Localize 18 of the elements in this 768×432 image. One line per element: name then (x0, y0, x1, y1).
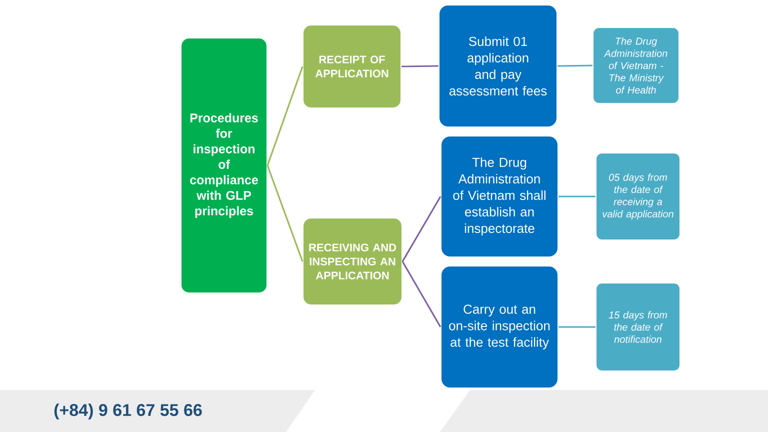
connector-line (558, 196, 596, 198)
connector-line (558, 326, 596, 328)
connector-line (266, 66, 304, 166)
connector-line (402, 196, 442, 262)
process-box: RECEIVING AND INSPECTING AN APPLICATION (302, 218, 402, 306)
phone-number: (+84) 9 61 67 55 66 (54, 404, 202, 420)
connector-line (558, 64, 593, 67)
process-box: RECEIPT OF APPLICATION (302, 24, 402, 108)
note-box: 15 days from the date of notification (596, 282, 680, 372)
process-box: Carry out an on-site inspection at the test facility (440, 266, 558, 388)
connector-line (266, 165, 304, 262)
note-box: 05 days from the date of receiving a valid application (596, 152, 680, 240)
process-box: The Drug Administration of Vietnam shall establish an inspectorate (440, 136, 558, 258)
process-box: Procedures for inspection of compliance with GLP principles (180, 38, 268, 294)
note-box: The Drug Administration of Vietnam - The Ministry of Health (592, 27, 680, 104)
process-box: Submit 01 application and pay assessment fees (438, 4, 558, 128)
connector-line (402, 261, 442, 328)
connector-line (402, 65, 439, 68)
